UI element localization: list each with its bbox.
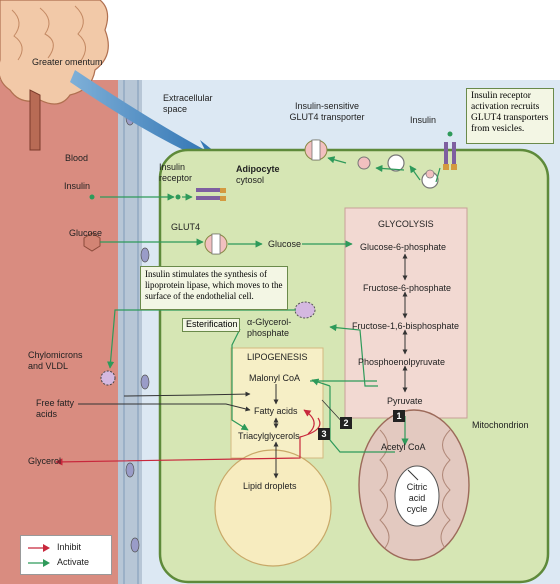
glycerol-label: Glycerol (28, 456, 62, 466)
glut4-label: GLUT4 (171, 222, 201, 232)
insulin-receptor-top (443, 131, 457, 170)
inhibit-arrow-icon (28, 544, 50, 552)
cytosol-label: cytosol (236, 175, 265, 185)
glycolysis-box (344, 207, 468, 419)
glucose-label-left: Glucose (69, 228, 103, 238)
insulin-label-top: Insulin (410, 115, 437, 125)
insulin-label-left: Insulin (64, 181, 91, 191)
vesicle (357, 156, 371, 170)
chylomicron (100, 370, 116, 386)
triacylglycerols-label: Triacylglycerols (238, 431, 300, 441)
lipoprotein-lipase (294, 301, 316, 319)
insulin-molecule (175, 194, 181, 200)
insulin-sensitive-glut4-label: Insulin-sensitive GLUT4 transporter (289, 101, 365, 122)
malonyl-coa-label: Malonyl CoA (249, 373, 301, 383)
legend-inhibit-label: Inhibit (57, 542, 82, 552)
activate-arrow-icon (28, 559, 50, 567)
lipid-droplets-label: Lipid droplets (243, 481, 297, 491)
glut4-transporter (204, 233, 228, 255)
phosphoenolpyruvate-label: Phosphoenolpyruvate (358, 357, 446, 367)
nucleus (130, 537, 140, 553)
pyruvate-label: Pyruvate (387, 396, 423, 406)
legend: Inhibit Activate (20, 535, 112, 575)
greater-omentum-label: Greater omentum (32, 57, 103, 67)
fatty-acids-label: Fatty acids (254, 406, 298, 416)
insulin-recruits-note: Insulin receptor activation recruits GLU… (466, 88, 554, 144)
activate-arrows (100, 156, 441, 453)
glycolysis-title: GLYCOLYSIS (378, 219, 434, 229)
nucleus (125, 462, 135, 478)
inhibit-arrows (55, 409, 321, 466)
glucose-label-inside: Glucose (268, 239, 302, 249)
chylomicrons-label: Chylomicrons and VLDL (28, 350, 83, 371)
glucose-6-phosphate-label: Glucose-6-phosphate (360, 242, 447, 252)
insulin-sensitive-glut4 (304, 139, 328, 161)
lipogenesis-title: LIPOGENESIS (247, 352, 308, 362)
lipase-note: Insulin stimulates the synthesis of lipo… (140, 266, 288, 310)
extracellular-space-label: Extracellular space (163, 93, 213, 114)
step-3-badge: 3 (318, 428, 330, 440)
insulin-receptor-left (196, 188, 226, 201)
esterification-label: Esterification (182, 318, 240, 332)
glucose-molecule (83, 232, 101, 252)
nucleus (140, 247, 150, 263)
fructose-6-phosphate-label: Fructose-6-phosphate (363, 283, 452, 293)
fructose-bisphosphate-label: Fructose-1,6-bisphosphate (352, 321, 460, 331)
nucleus (140, 374, 150, 390)
acetyl-coa-label: Acetyl CoA (381, 442, 426, 452)
free-fatty-acids-label: Free fatty acids (36, 398, 75, 419)
alpha-glycerol-phosphate-label: α-Glycerol-phosphate (247, 317, 292, 338)
pathway-arrows (78, 253, 419, 481)
blood-region (0, 80, 118, 584)
citric-acid-cycle (394, 465, 440, 527)
lipid-droplet (214, 449, 332, 567)
mitochondrion-label: Mitochondrion (472, 420, 529, 430)
legend-activate-label: Activate (57, 557, 90, 567)
step-1-badge: 1 (393, 410, 405, 422)
insulin-receptor-label: Insulin receptor (159, 162, 193, 183)
blood-label: Blood (65, 153, 89, 163)
citric-acid-cycle-label: Citric acid cycle (406, 482, 428, 514)
omentum-arrow (70, 70, 225, 168)
vesicle (387, 154, 405, 172)
insulin-molecule (89, 194, 95, 200)
step-2-badge: 2 (340, 417, 352, 429)
adipocyte-label: Adipocyte (236, 164, 280, 174)
